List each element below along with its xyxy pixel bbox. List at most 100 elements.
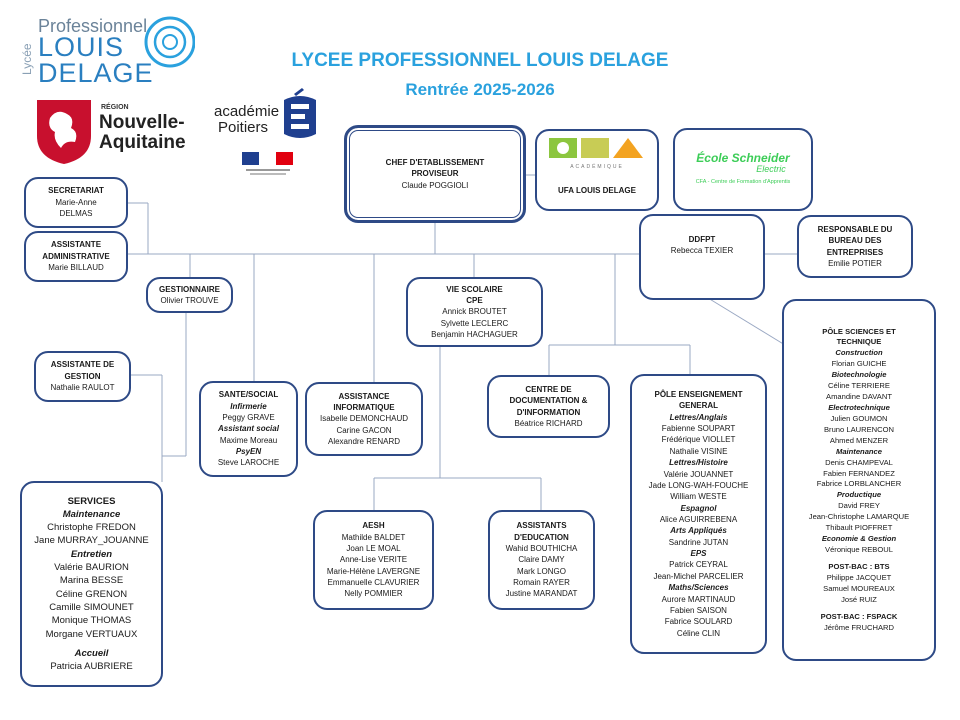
pole-sciences-line: Fabrice LORBLANCHER [816,479,902,489]
sante-line: Infirmerie [230,401,267,411]
sante-line: Peggy GRAVE [222,412,275,422]
services-line: Valérie BAURION [54,562,129,574]
aesh-line: Anne-Lise VERITE [339,555,408,565]
cdi-line: CENTRE DE [525,384,572,394]
assistants-edu-line: ASSISTANTS [516,521,567,531]
bureau-line: ENTREPRISES [826,247,884,257]
pole-sciences-line: Amandine DAVANT [826,392,892,402]
pole-sciences-line: Electrotechnique [828,403,890,412]
pole-general-line: Maths/Sciences [668,583,729,593]
pole-general-line: Fabienne SOUPART [661,424,736,434]
pole-sciences-line: Thibault PIOFFRET [825,523,893,533]
pole-sciences-line: Jean-Christophe LAMARQUE [808,512,910,522]
bureau-line: Emilie POTIER [828,258,882,268]
lycee-logo-top: Professionnel [38,16,148,36]
assistante-admin-line: Marie BILLAUD [48,263,104,273]
cfa-academique-logo [547,135,647,163]
pole-general-line: Lettres/Anglais [669,412,728,422]
academie-logo: académie Poitiers [214,86,326,178]
assistance-info-line: ASSISTANCE [338,391,390,401]
assistante-gestion-line: Nathalie RAULOT [50,383,115,393]
schneider-box: École Schneider Electric CFA - Centre de… [673,128,813,211]
services-line: Jane MURRAY_JOUANNE [34,535,149,547]
assistants-edu-line: Romain RAYER [513,578,570,588]
pole-sciences-line: Julien GOUMON [830,413,888,423]
schneider-logo: École Schneider [696,151,790,166]
schneider-caption: CFA - Centre de Formation d'Apprentis [695,179,791,186]
services-line: Maintenance [62,508,121,520]
pole-sciences-line: Denis CHAMPEVAL [825,457,893,467]
french-republic-flag-icon [242,152,293,175]
assistante-admin-line: ASSISTANTE [50,240,102,250]
pole-sciences-line: Florian GUICHE [831,359,887,369]
region-logo-small: RÉGION [101,104,129,111]
pole-sciences-line: Véronique REBOUL [825,544,893,554]
pole-general-line: Espagnol [680,503,717,513]
services-line: Patricia AUBRIERE [50,661,133,673]
pole-general-line: Aurore MARTINAUD [661,594,736,604]
assistants-edu-line: D'EDUCATION [514,532,569,542]
pole-sciences-line: TECHNIQUE [836,337,882,347]
assistants-edu-line: Claire DAMY [518,555,565,565]
schneider-sub: Electric [756,164,786,175]
services-line: Céline GRENON [55,588,128,600]
vie-scolaire-line: Benjamin HACHAGUER [431,330,518,340]
pole-general-line: PÔLE ENSEIGNEMENT [654,390,743,400]
aesh-line: Emmanuelle CLAVURIER [327,578,420,588]
sante-line: Assistant social [218,424,279,434]
assistants-edu-line: Justine MARANDAT [505,589,578,599]
pole-sciences-line: Philippe JACQUET [826,572,892,582]
aesh-line: AESH [362,521,385,531]
cfa-letters-icon [549,138,643,158]
secretariat-line: DELMAS [59,209,93,219]
pole-sciences-line: David FREY [838,501,880,511]
region-logo: RÉGION Nouvelle- Aquitaine [35,96,195,168]
cdi-line: D'INFORMATION [516,407,581,417]
academie-logo-line2: Poitiers [218,119,269,136]
pole-general-line: Alice AGUIRREBENA [659,515,738,524]
services-line: Accueil [74,647,109,659]
assistance-info-line: Carine GACON [336,425,392,435]
pole-general-line: Patrick CEYRAL [669,560,728,570]
schneider-brand: Schneider [731,151,790,166]
cfa-caption: ACADÉMIQUE [570,164,624,170]
pole-sciences-line: POST-BAC : BTS [828,561,890,571]
spiral-icon [144,16,195,68]
pole-sciences-line: Fabien FERNANDEZ [823,468,895,478]
pole-sciences-line: Construction [835,348,883,358]
pole-general-line: Céline CLIN [676,628,721,638]
gestionnaire-line: GESTIONNAIRE [159,284,220,294]
schneider-ecole: École [696,151,729,166]
sante-line: Steve LAROCHE [217,458,280,468]
assistante-gestion-line: ASSISTANTE DE [50,360,115,370]
pole-sciences-line: Céline TERRIERE [828,381,890,391]
academie-e-icon [284,88,316,138]
pole-general-line: Valérie JOUANNET [663,469,734,479]
services-line: Christophe FREDON [47,522,136,534]
ddfpt-line: Rebecca TEXIER [670,246,734,256]
sante-line: PsyEN [235,447,262,457]
assistants-edu-line: Wahid BOUTHICHA [505,543,578,553]
pole-sciences-line: Ahmed MENZER [829,435,889,445]
lycee-logo-line2: DELAGE [38,58,154,88]
lion-crest-icon [37,100,91,164]
pole-sciences-line: POST-BAC : FSPACK [820,611,898,621]
academie-logo-line1: académie [214,103,280,120]
aesh-line: Joan LE MOAL [346,543,401,553]
pole-sciences-line: José RUIZ [841,594,877,604]
pole-general-line: GENERAL [678,401,719,411]
vie-scolaire-line: CPE [466,295,483,305]
assistance-info-line: INFORMATIQUE [333,402,395,412]
chef-line: CHEF D'ETABLISSEMENT [385,157,485,167]
vie-scolaire-line: Annick BROUTET [442,307,507,317]
services-line: SERVICES [67,495,116,507]
